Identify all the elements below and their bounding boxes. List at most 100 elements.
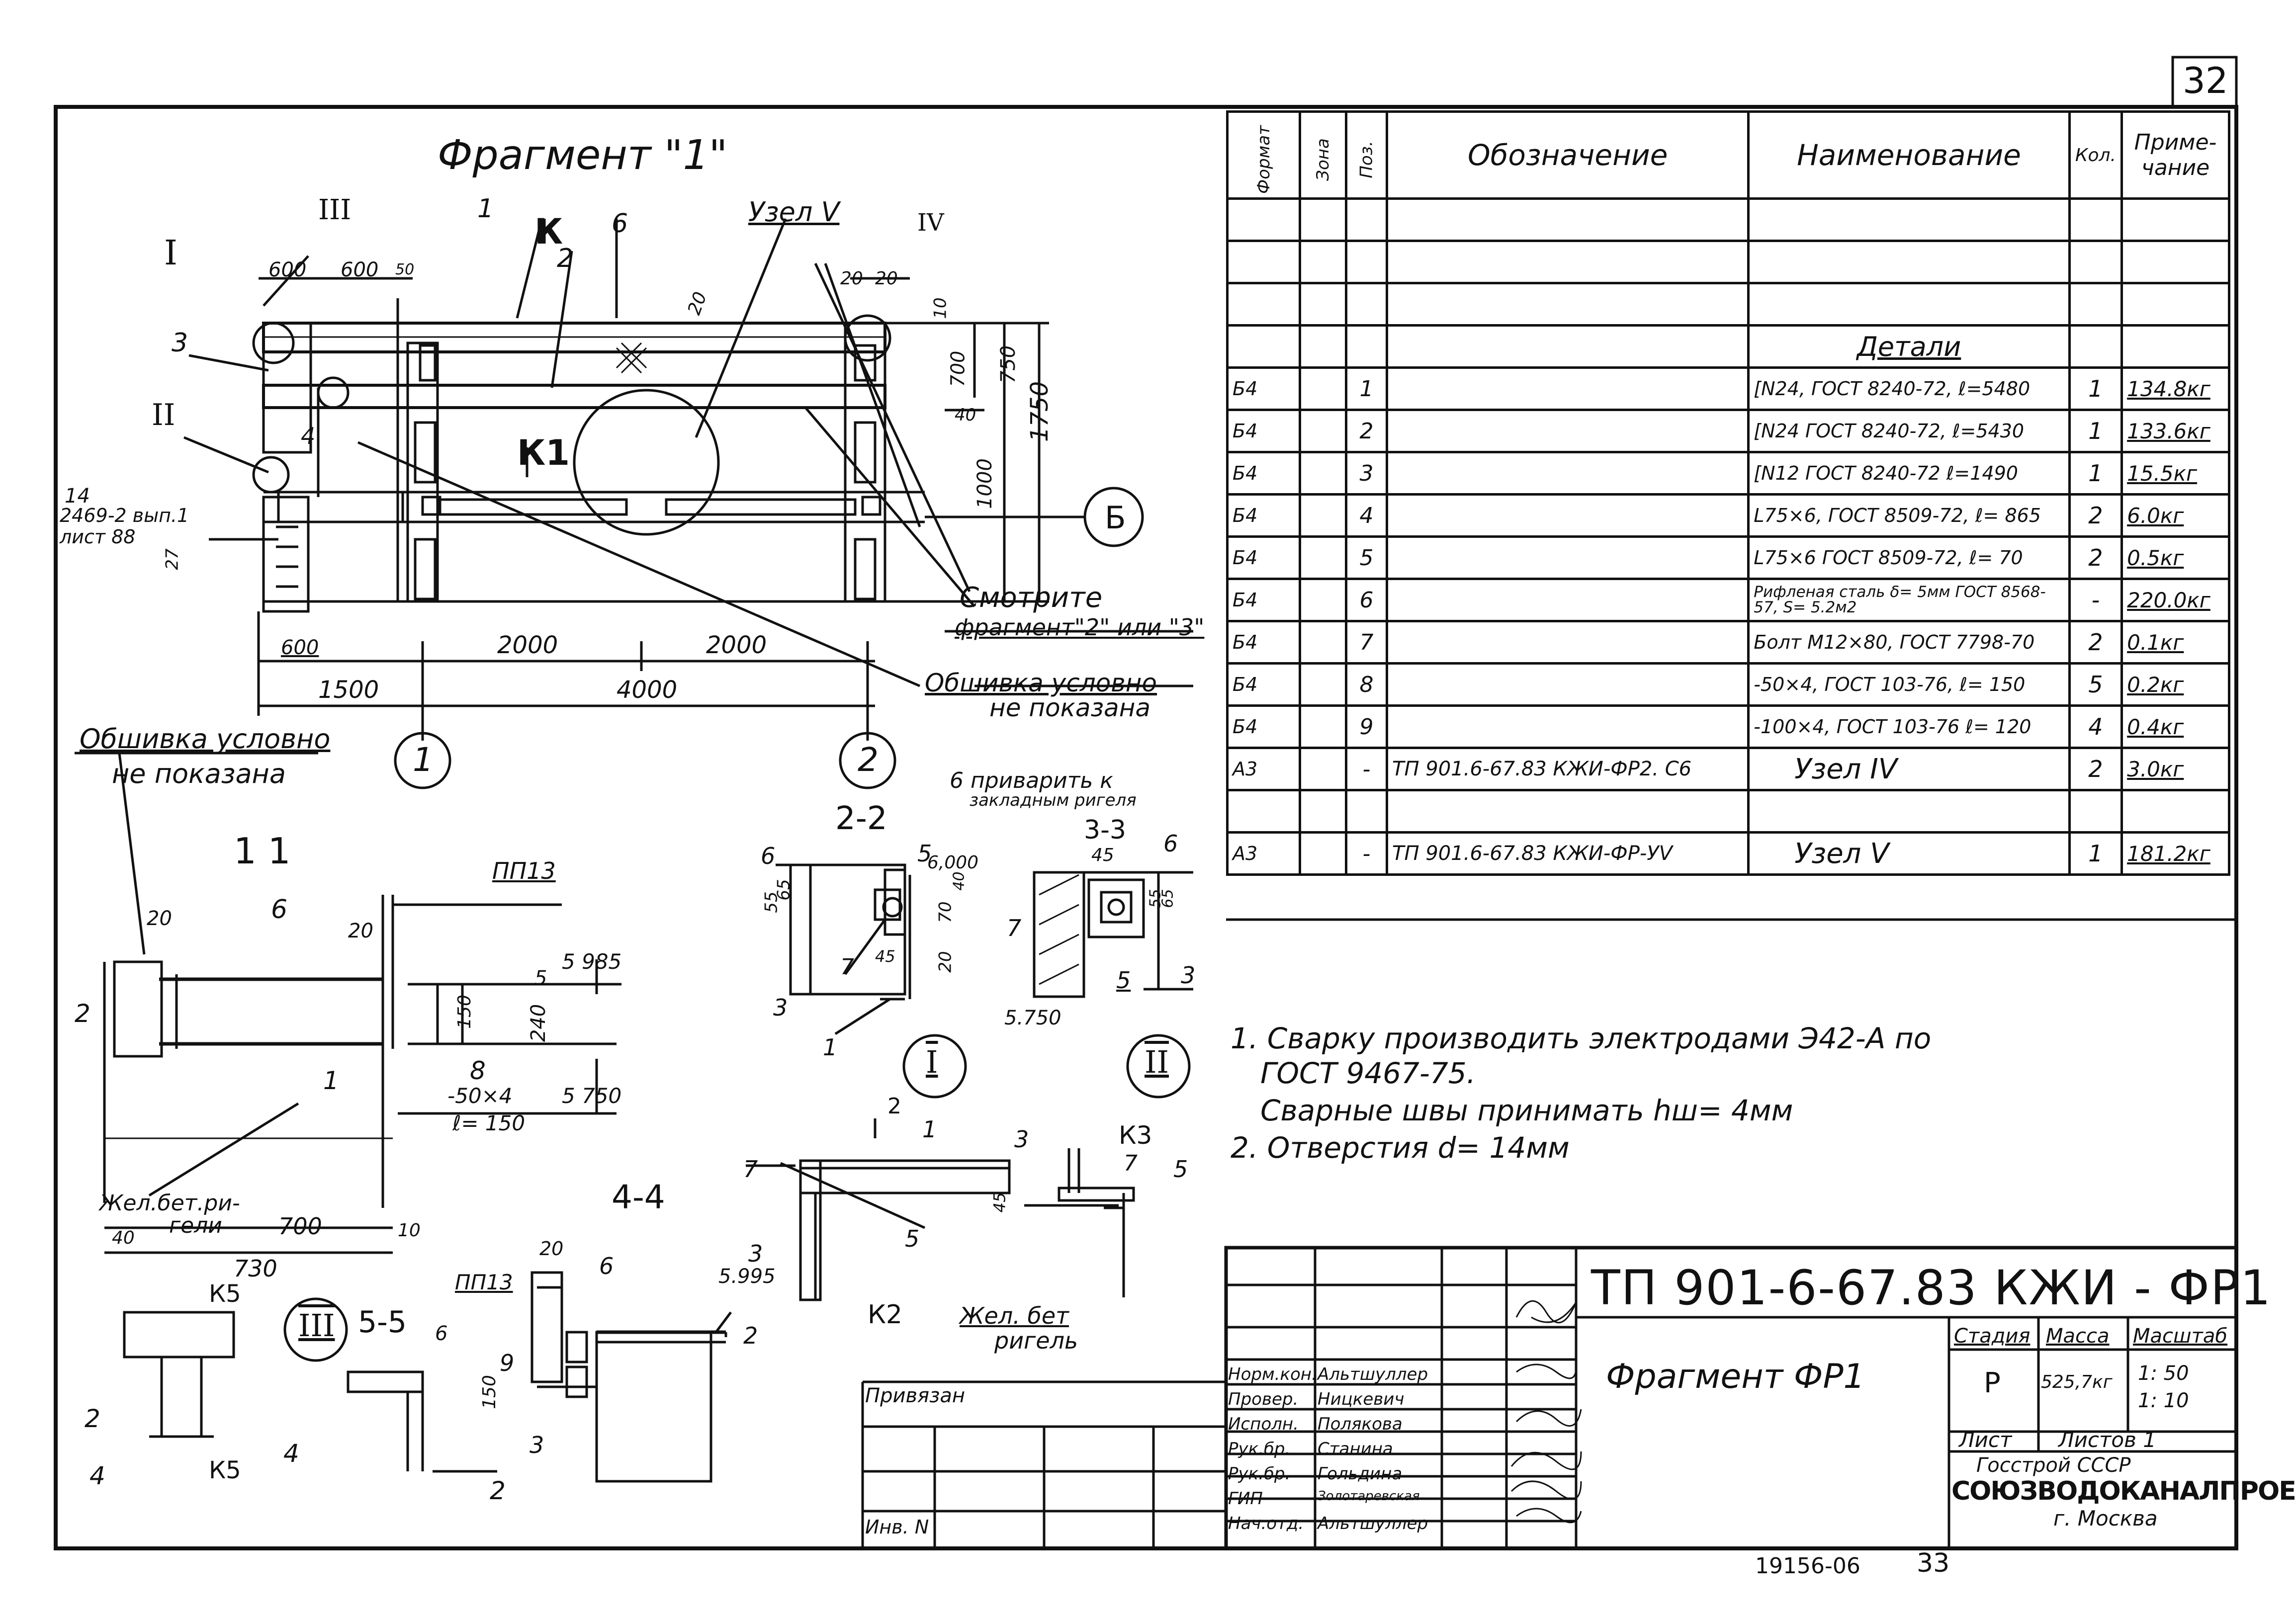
circle-mark-III [283, 1297, 348, 1362]
spec-cell-empty [1299, 240, 1347, 284]
k2-top: 2 [887, 1094, 901, 1119]
s11-elev-bot: 5 750 [562, 1084, 622, 1108]
spec-format: Б4 [1226, 662, 1302, 707]
spec-zone [1299, 451, 1347, 496]
s22-20: 20 [935, 951, 956, 973]
spec-cell-empty [2120, 282, 2230, 327]
spec-name: L75×6, ГОСТ 8509-72, ℓ= 865 [1747, 493, 2071, 538]
fragment-plan [183, 218, 1193, 789]
s44-20: 20 [539, 1238, 564, 1260]
title-role: Провер. [1228, 1389, 1299, 1409]
s44-3: 3 [530, 1432, 544, 1458]
spec-cell-empty [1386, 282, 1750, 327]
s11-6: 6 [271, 895, 288, 925]
note-line-4: 2. Отверстия d= 14мм [1231, 1131, 1570, 1165]
spec-format: Б4 [1226, 578, 1302, 622]
left-note-1: 2469-2 вып.1 [60, 505, 189, 526]
dim-40: 40 [955, 405, 976, 425]
spec-note: 0.5кг [2120, 535, 2230, 580]
org-line-1: Госстрой СССР [1976, 1454, 2131, 1477]
k2-pos-5: 5 [905, 1225, 920, 1252]
spec-name: Узел V [1747, 831, 2071, 876]
s55-2b: 2 [490, 1476, 506, 1505]
circle-mark-I-label: I [926, 1044, 938, 1080]
spec-header-note: Приме-чание [2120, 110, 2230, 200]
s55-k5-top: К5 [209, 1280, 241, 1308]
dim-top-600b: 600 [341, 258, 379, 281]
spec-name [1747, 789, 2071, 834]
spec-note: 133.6кг [2120, 409, 2230, 453]
spec-format: А3 [1226, 747, 1302, 791]
spec-format: Б4 [1226, 366, 1302, 411]
mass-label: Масса [2046, 1325, 2110, 1348]
spec-name: [N24 ГОСТ 8240-72, ℓ=5430 [1747, 409, 2071, 453]
section-22-title: 2-2 [835, 800, 887, 837]
spec-format: Б4 [1226, 620, 1302, 665]
k2-pos-7: 7 [743, 1156, 758, 1183]
plan-lining-1: Обшивка условно [925, 669, 1157, 697]
axis-2-label: 2 [858, 741, 879, 779]
spec-format [1226, 789, 1302, 834]
spec-cell-empty [2120, 197, 2230, 242]
spec-qty: 5 [2068, 662, 2123, 707]
spec-cell-empty [2120, 240, 2230, 284]
dim-750: 750 [997, 345, 1020, 384]
plan-pos-3: 3 [172, 328, 188, 358]
s11-20a: 20 [147, 907, 172, 930]
spec-header-qty: Кол. [2068, 110, 2123, 200]
title-role: Исполн. [1228, 1414, 1299, 1434]
s44-6: 6 [599, 1253, 614, 1279]
spec-cell-empty [1344, 324, 1389, 369]
spec-empty-row [1226, 197, 2230, 242]
k3-beam-1: Жел. бет [960, 1302, 1069, 1329]
spec-format: Б4 [1226, 451, 1302, 496]
k1-label: К1 [517, 432, 570, 473]
spec-cell-empty [1747, 197, 2071, 242]
spec-cell-empty [1226, 282, 1302, 327]
k3-pos-5: 5 [1173, 1156, 1188, 1183]
k2-mark: К2 [868, 1300, 903, 1330]
section-mark-II: II [152, 398, 176, 432]
spec-cell-empty [2068, 240, 2123, 284]
section-2-2 [776, 863, 911, 1035]
signatures [1510, 1300, 1582, 1524]
spec-name: [N24, ГОСТ 8240-72, ℓ=5480 [1747, 366, 2071, 411]
circle-mark-II-label: II [1145, 1044, 1169, 1080]
title-person-name: Гольдина [1318, 1464, 1403, 1484]
spec-cell-empty [1747, 282, 2071, 327]
spec-header-name: Наименование [1747, 110, 2071, 200]
s22-6000: 6,000 [927, 852, 979, 873]
s22-70: 70 [935, 901, 956, 923]
stage-value: Р [1984, 1367, 2001, 1399]
spec-position: 2 [1344, 409, 1389, 453]
spec-position: 6 [1344, 578, 1389, 622]
dim-1500: 1500 [318, 676, 379, 704]
title-person-name: Станина [1318, 1439, 1393, 1459]
dim-1000: 1000 [973, 458, 996, 509]
spec-qty: - [2068, 578, 2123, 622]
spec-qty: 2 [2068, 535, 2123, 580]
s55-k5-bot: К5 [209, 1456, 241, 1484]
s11-5: 5 [534, 967, 547, 990]
s11-20b: 20 [348, 920, 373, 942]
spec-name: Рифленая сталь δ= 5мм ГОСТ 8568-57, S= 5… [1747, 578, 2071, 622]
spec-designation [1386, 409, 1750, 453]
spec-note: 0.4кг [2120, 704, 2230, 749]
section-1-1 [103, 895, 621, 1254]
spec-zone [1299, 789, 1347, 834]
spec-zone [1299, 831, 1347, 876]
axis-1-label: 1 [413, 741, 434, 779]
section-mark-III: III [318, 194, 352, 226]
section-5-5 [123, 1311, 497, 1473]
spec-zone [1299, 620, 1347, 665]
section-11-pp: ПП13 [492, 857, 556, 884]
spec-cell-empty [1747, 240, 2071, 284]
spec-designation [1386, 620, 1750, 665]
s11-240: 240 [527, 1004, 550, 1042]
spec-format: А3 [1226, 831, 1302, 876]
spec-cell-empty [2068, 197, 2123, 242]
